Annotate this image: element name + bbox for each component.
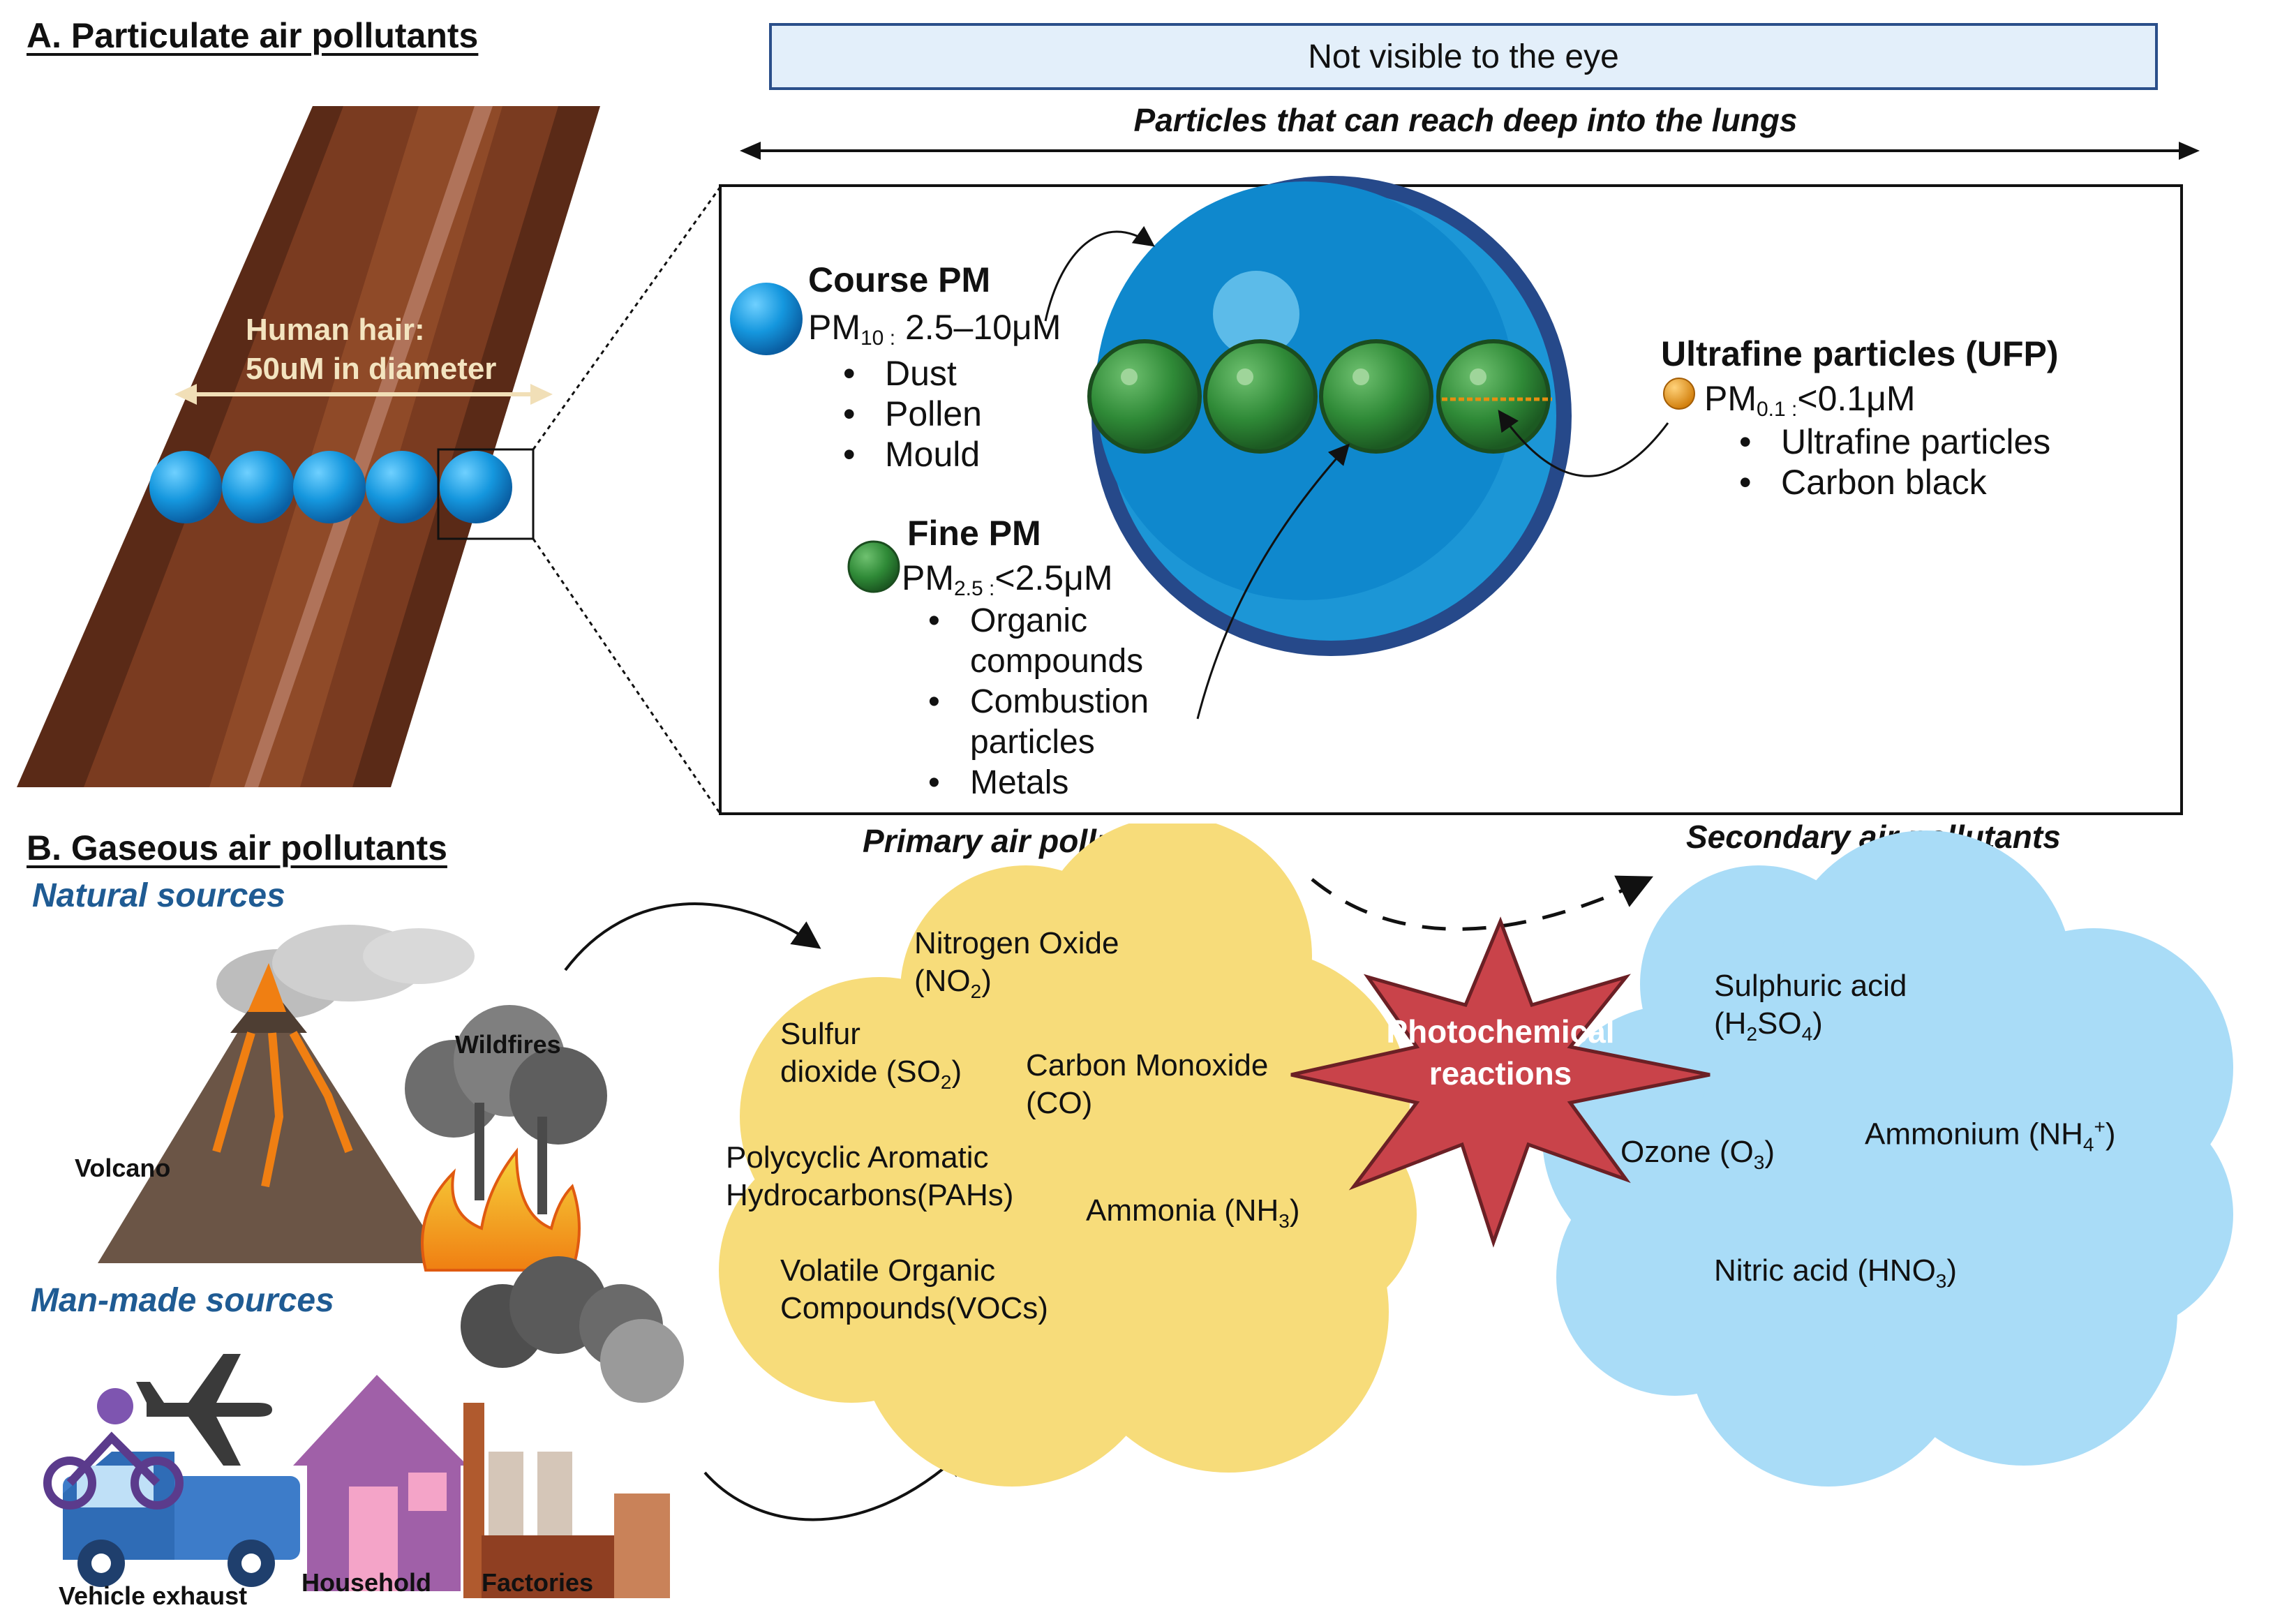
zoom-panel — [719, 184, 2183, 815]
primary-to-secondary-arrow — [1311, 875, 1654, 931]
lungs-label: Particles that can reach deep into the l… — [1133, 102, 1798, 138]
hair-label-line2: 50uM in diameter — [246, 352, 497, 386]
nh4-label: Ammonium (NH4+) — [1865, 1116, 2116, 1156]
zoom-line-bottom — [532, 538, 722, 814]
fine-connector-arrow — [1196, 443, 1350, 720]
list-item: Carbon black — [1739, 462, 2059, 502]
section-b-graphics — [43, 824, 2233, 1598]
human-hair-illustration — [17, 106, 600, 787]
so2-label: Sulfur dioxide (SO2) — [780, 1017, 962, 1093]
invisible-banner-text: Not visible to the eye — [1308, 38, 1619, 75]
list-item: Dust — [843, 353, 1061, 394]
hno3-label: Nitric acid (HNO3) — [1714, 1253, 1958, 1292]
section-b-title: B. Gaseous air pollutants — [27, 828, 447, 867]
zoom-box — [437, 448, 535, 540]
natural-sources-title: Natural sources — [32, 877, 285, 914]
coarse-pm-list: Dust Pollen Mould — [843, 353, 1061, 475]
hair-coarse-particles — [149, 451, 512, 523]
co-label: Carbon Monoxide (CO) — [1026, 1048, 1269, 1120]
fine-pm-definition: PM2.5 :<2.5μM — [902, 558, 1113, 600]
invisible-banner: Not visible to the eye — [769, 23, 2158, 90]
manmade-to-primary-arrow — [703, 1447, 967, 1521]
coarse-connector-arrow — [1044, 225, 1155, 322]
primary-cloud — [719, 824, 1417, 1487]
hair-width-arrow — [174, 384, 553, 405]
factory-icon — [461, 1256, 684, 1598]
manmade-sources-title: Man-made sources — [31, 1282, 334, 1319]
list-item: Mould — [843, 434, 1061, 475]
fine-particles-row — [1087, 339, 1552, 454]
list-item: Combustion particles — [928, 682, 1193, 763]
lungs-double-arrow — [740, 142, 2200, 160]
volcano-icon — [98, 925, 475, 1263]
volcano-label: Volcano — [75, 1154, 171, 1182]
section-a-title: A. Particulate air pollutants — [27, 16, 479, 55]
ufp-icon — [1663, 378, 1695, 410]
airplane-icon — [136, 1354, 272, 1466]
ufp-connector-arrow — [1498, 410, 1669, 477]
photochemical-star — [1290, 916, 1711, 1248]
secondary-cloud — [1542, 830, 2233, 1487]
fine-pm-list: Organic compounds Combustion particles M… — [928, 601, 1193, 803]
photochemical-label: Photochemical reactions — [1361, 1011, 1640, 1094]
coarse-pm-block: Course PM PM10 : 2.5–10μM Dust Pollen Mo… — [808, 260, 1061, 475]
factories-label: Factories — [482, 1568, 594, 1597]
coarse-pm-title: Course PM — [808, 260, 991, 299]
ufp-block: Ultrafine particles (UFP) PM0.1 :<0.1μM … — [1661, 334, 2059, 502]
voc-label: Volatile Organic Compounds(VOCs) — [780, 1253, 1048, 1325]
o3-label: Ozone (O3) — [1620, 1135, 1775, 1173]
ufp-title: Ultrafine particles (UFP) — [1661, 334, 2059, 373]
ufp-definition: PM0.1 :<0.1μM — [1704, 379, 1916, 421]
coarse-pm-definition: PM10 : 2.5–10μM — [808, 308, 1061, 350]
natural-to-primary-arrow — [564, 902, 821, 971]
vehicle-icon — [63, 1452, 300, 1587]
photochemical-label-line2: reactions — [1429, 1055, 1572, 1092]
pah-label: Polycyclic Aromatic Hydrocarbons(PAHs) — [726, 1140, 1014, 1212]
fine-pm-title: Fine PM — [907, 514, 1041, 553]
section-a-graphics — [17, 106, 2200, 815]
motorbike-icon — [43, 1388, 184, 1510]
household-icon — [293, 1375, 468, 1591]
photochemical-label-line1: Photochemical — [1386, 1013, 1615, 1050]
wildfire-icon — [405, 1005, 607, 1272]
hair-label: Human hair: 50uM in diameter — [246, 311, 496, 389]
no2-label: Nitrogen Oxide (NO2) — [914, 926, 1119, 1002]
list-item: Organic compounds — [928, 601, 1193, 682]
list-item: Metals — [928, 763, 1193, 803]
household-label: Household — [301, 1568, 431, 1597]
coarse-pm-icon — [730, 283, 803, 355]
hair-label-line1: Human hair: — [246, 313, 425, 347]
fine-pm-block: Fine PM PM2.5 :<2.5μM Organic compounds … — [902, 513, 1193, 803]
list-item: Ultrafine particles — [1739, 422, 2059, 462]
list-item: Pollen — [843, 394, 1061, 434]
ufp-list: Ultrafine particles Carbon black — [1739, 422, 2059, 502]
wildfires-label: Wildfires — [455, 1030, 561, 1059]
fine-pm-icon — [847, 540, 900, 593]
zoom-line-top — [532, 186, 722, 450]
vehicle-exhaust-label: Vehicle exhaust — [59, 1581, 248, 1610]
h2so4-label: Sulphuric acid (H2SO4) — [1714, 969, 1907, 1045]
nh3-label: Ammonia (NH3) — [1086, 1193, 1300, 1232]
